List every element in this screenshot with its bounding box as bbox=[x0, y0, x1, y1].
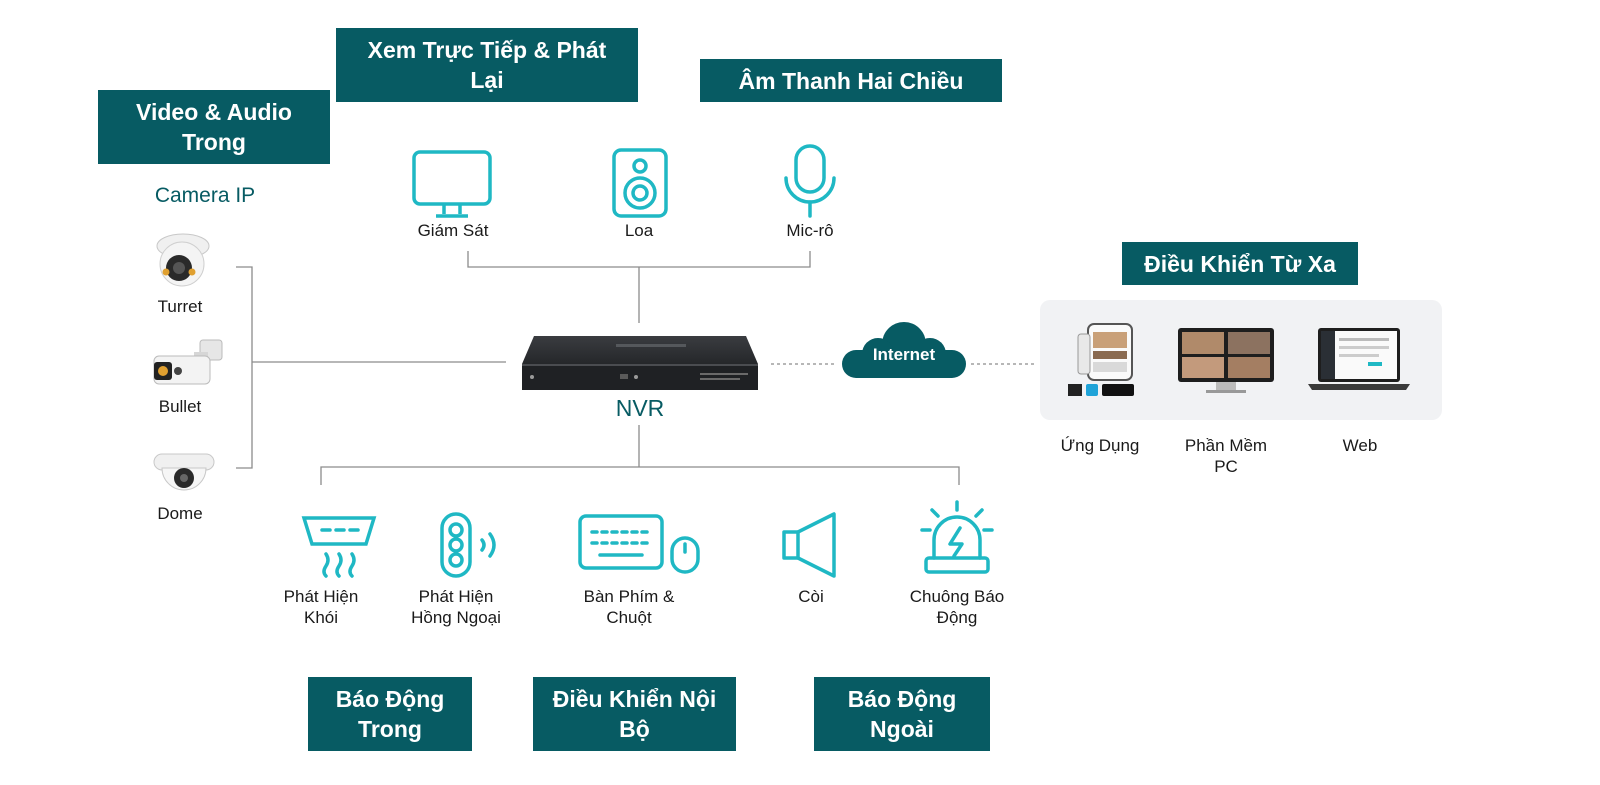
infrared-detector-icon bbox=[440, 512, 496, 578]
title-alarm-in-line2: Trong bbox=[358, 716, 422, 742]
bottom-devices-bracket-line bbox=[320, 466, 960, 485]
device-alarm-bell-label-line1: Chuông Báo bbox=[909, 587, 1005, 606]
smoke-detector-icon bbox=[301, 516, 377, 578]
device-smoke-label-line2: Khói bbox=[303, 608, 339, 627]
device-smoke-label-line1: Phát Hiện bbox=[283, 587, 359, 606]
remote-pc-label-line2: PC bbox=[1214, 457, 1238, 476]
microphone-icon bbox=[784, 144, 836, 218]
title-two-way-audio-text: Âm Thanh Hai Chiều bbox=[738, 67, 964, 94]
monitor-icon bbox=[412, 150, 492, 218]
siren-icon bbox=[782, 512, 836, 578]
camera-dome-label: Dome bbox=[157, 504, 203, 523]
title-alarm-in-line1: Báo Động bbox=[335, 686, 445, 712]
device-infrared-label: Phát Hiện Hồng Ngoại bbox=[394, 586, 518, 628]
title-live-playback-line2: Lại bbox=[470, 67, 504, 93]
title-remote-control: Điều Khiển Từ Xa bbox=[1122, 242, 1358, 285]
internet-cloud: Internet bbox=[838, 320, 970, 384]
device-keyboard-label: Bàn Phím & Chuột bbox=[568, 586, 690, 628]
title-video-audio-in-line2: Trong bbox=[182, 129, 246, 155]
dome-camera-icon bbox=[153, 453, 215, 491]
title-live-playback: Xem Trực Tiếp & Phát Lại bbox=[336, 28, 638, 102]
internet-label: Internet bbox=[872, 345, 936, 364]
nvr-device-icon bbox=[522, 336, 758, 390]
title-remote-control-text: Điều Khiển Từ Xa bbox=[1144, 250, 1336, 277]
title-alarm-out: Báo Động Ngoài bbox=[814, 677, 990, 751]
speaker-icon bbox=[612, 148, 668, 218]
title-local-control-line2: Bộ bbox=[619, 716, 650, 742]
device-siren-label-line1: Còi bbox=[798, 587, 824, 606]
title-alarm-in: Báo Động Trong bbox=[308, 677, 472, 751]
device-alarm-bell-label-line2: Động bbox=[936, 608, 978, 627]
remote-pc-label: Phần Mềm PC bbox=[1176, 435, 1276, 477]
device-keyboard-label-line2: Chuột bbox=[606, 608, 652, 627]
title-local-control-line1: Điều Khiển Nội bbox=[552, 686, 717, 712]
camera-turret-label: Turret bbox=[157, 297, 203, 316]
title-local-control: Điều Khiển Nội Bộ bbox=[533, 677, 736, 751]
remote-pc-label-line1: Phần Mềm bbox=[1184, 436, 1268, 455]
title-live-playback-line1: Xem Trực Tiếp & Phát bbox=[367, 37, 607, 63]
camera-bullet-label: Bullet bbox=[158, 397, 202, 416]
alarm-bell-icon bbox=[920, 500, 994, 574]
pc-software-icon bbox=[1178, 328, 1274, 393]
remote-web-label-line1: Web bbox=[1342, 436, 1378, 455]
mobile-app-icon bbox=[1068, 323, 1134, 396]
remote-app-label-line1: Ứng Dụng bbox=[1060, 436, 1140, 455]
remote-web-label: Web bbox=[1320, 435, 1400, 456]
keyboard-mouse-icon bbox=[578, 514, 700, 574]
title-video-audio-in: Video & Audio Trong bbox=[98, 90, 330, 164]
title-alarm-out-line1: Báo Động bbox=[847, 686, 957, 712]
cloud-icon bbox=[842, 322, 966, 378]
title-alarm-out-line2: Ngoài bbox=[870, 716, 934, 742]
device-infrared-label-line1: Phát Hiện bbox=[418, 587, 494, 606]
title-video-audio-in-line1: Video & Audio bbox=[136, 99, 292, 125]
device-monitor-label: Giám Sát bbox=[417, 221, 489, 240]
device-siren-label: Còi bbox=[774, 586, 848, 607]
turret-camera-icon bbox=[156, 233, 210, 287]
device-alarm-bell-label: Chuông Báo Động bbox=[896, 586, 1018, 628]
device-smoke-label: Phát Hiện Khói bbox=[270, 586, 372, 628]
title-two-way-audio: Âm Thanh Hai Chiều bbox=[700, 59, 1002, 102]
device-infrared-label-line2: Hồng Ngoại bbox=[411, 608, 501, 627]
nvr-label: NVR bbox=[615, 395, 665, 421]
device-microphone-label: Mic-rô bbox=[786, 221, 834, 240]
bullet-camera-icon bbox=[153, 339, 223, 385]
web-laptop-icon bbox=[1308, 328, 1410, 390]
top-devices-bracket-line bbox=[467, 251, 811, 268]
camera-ip-heading: Camera IP bbox=[154, 184, 256, 207]
device-speaker-label: Loa bbox=[624, 221, 654, 240]
device-keyboard-label-line1: Bàn Phím & bbox=[583, 587, 675, 606]
camera-bracket-line bbox=[236, 266, 253, 469]
remote-app-label: Ứng Dụng bbox=[1050, 435, 1150, 456]
